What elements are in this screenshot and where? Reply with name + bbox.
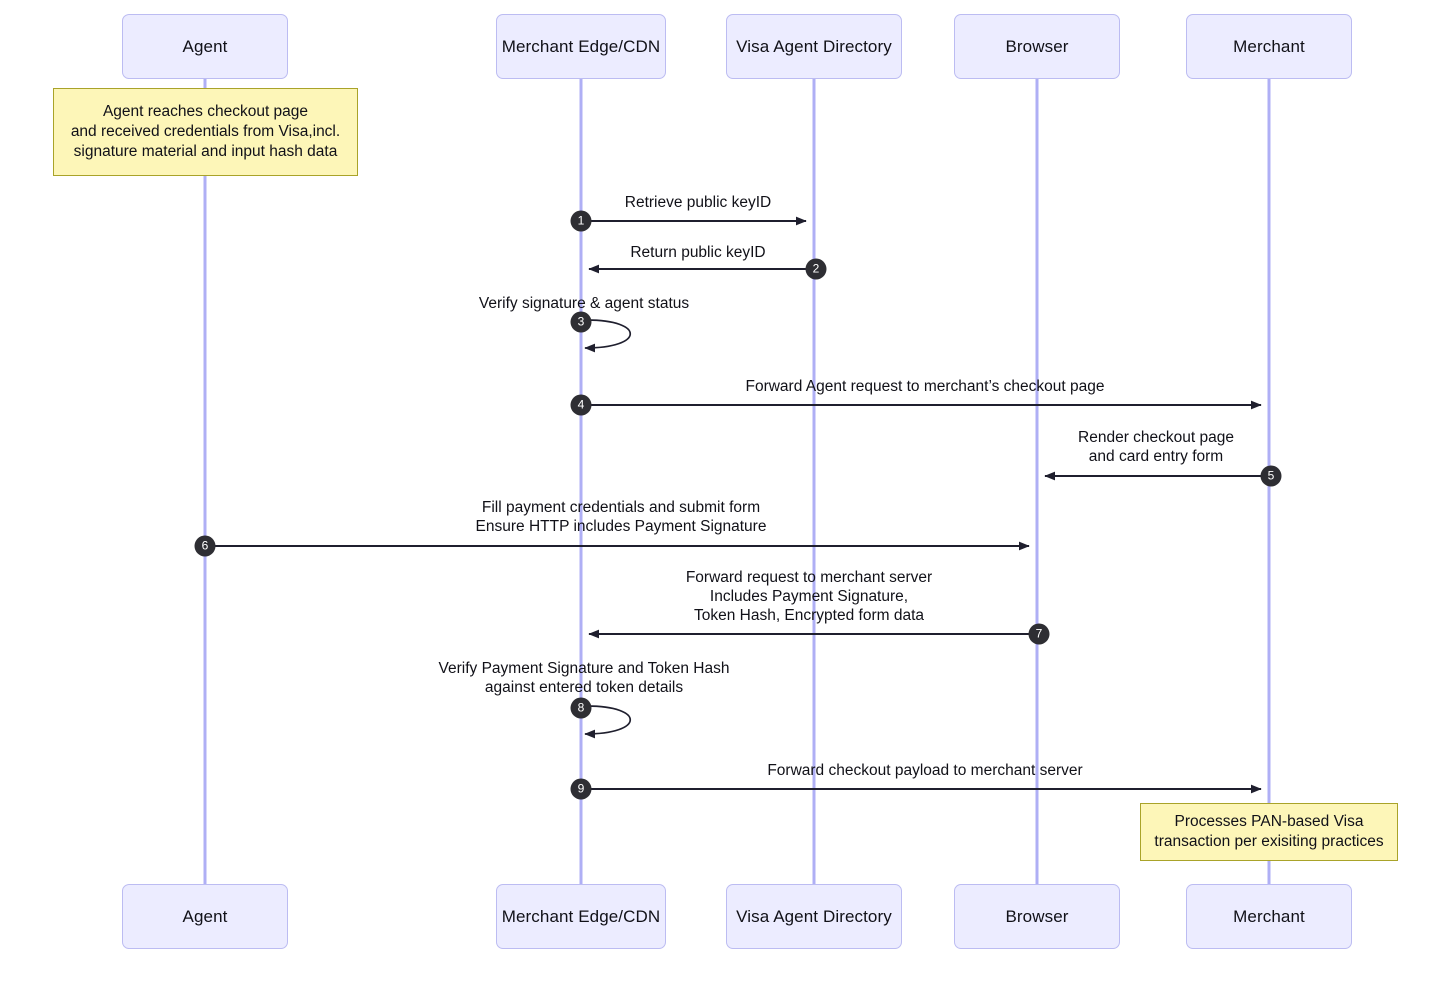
participant-merchant-bottom[interactable]: Merchant xyxy=(1186,884,1352,949)
sequence-badge-7[interactable]: 7 xyxy=(1028,623,1050,645)
note-merchant-pan: Processes PAN-based Visa transaction per … xyxy=(1140,803,1398,861)
message-label-line: Forward Agent request to merchant’s chec… xyxy=(745,378,1105,395)
message-label-line: Includes Payment Signature, xyxy=(709,588,909,605)
sequence-badge-2[interactable]: 2 xyxy=(805,258,827,280)
message-label-line: Token Hash, Encrypted form data xyxy=(693,607,925,624)
sequence-badge-6[interactable]: 6 xyxy=(194,535,216,557)
message-label-line: Forward request to merchant server xyxy=(685,569,933,586)
note-text-line: and received credentials from Visa,incl. xyxy=(70,123,341,140)
sequence-badge-1[interactable]: 1 xyxy=(570,210,592,232)
note-text-line: transaction per exisiting practices xyxy=(1154,833,1384,850)
message-label-line: Fill payment credentials and submit form xyxy=(481,499,761,516)
sequence-badge-4[interactable]: 4 xyxy=(570,394,592,416)
message-label-1: Retrieve public keyID xyxy=(625,193,771,212)
sequence-badge-5[interactable]: 5 xyxy=(1260,465,1282,487)
participant-edge-top[interactable]: Merchant Edge/CDN xyxy=(496,14,666,79)
message-label-line: Return public keyID xyxy=(630,244,766,261)
note-text-line: Agent reaches checkout page xyxy=(102,103,309,120)
self-message-8 xyxy=(584,705,631,739)
message-label-line: and card entry form xyxy=(1088,448,1224,465)
sequence-badge-3[interactable]: 3 xyxy=(570,311,592,333)
sequence-badge-8[interactable]: 8 xyxy=(570,697,592,719)
participant-merchant-top[interactable]: Merchant xyxy=(1186,14,1352,79)
message-label-line: Forward checkout payload to merchant ser… xyxy=(767,762,1083,779)
message-label-line: against entered token details xyxy=(484,679,684,696)
message-label-9: Forward checkout payload to merchant ser… xyxy=(767,761,1082,780)
participant-browser-bottom[interactable]: Browser xyxy=(954,884,1120,949)
participant-browser-top[interactable]: Browser xyxy=(954,14,1120,79)
sequence-badge-9[interactable]: 9 xyxy=(570,778,592,800)
note-text-line: Processes PAN-based Visa xyxy=(1174,813,1364,830)
message-label-2: Return public keyID xyxy=(630,243,765,262)
note-text-line: signature material and input hash data xyxy=(73,143,338,160)
message-label-3: Verify signature & agent status xyxy=(479,294,689,313)
message-label-8: Verify Payment Signature and Token Hash a… xyxy=(439,659,730,697)
self-message-3 xyxy=(584,319,631,353)
message-label-line: Render checkout page xyxy=(1078,429,1234,446)
message-label-4: Forward Agent request to merchant’s chec… xyxy=(745,377,1104,396)
participant-edge-bottom[interactable]: Merchant Edge/CDN xyxy=(496,884,666,949)
message-label-6: Fill payment credentials and submit form… xyxy=(476,498,767,536)
participant-agent-bottom[interactable]: Agent xyxy=(122,884,288,949)
participant-directory-bottom[interactable]: Visa Agent Directory xyxy=(726,884,902,949)
message-label-line: Verify signature & agent status xyxy=(478,295,690,312)
message-label-line: Ensure HTTP includes Payment Signature xyxy=(475,518,767,535)
message-label-line: Verify Payment Signature and Token Hash xyxy=(438,660,730,677)
participant-directory-top[interactable]: Visa Agent Directory xyxy=(726,14,902,79)
note-agent-credentials: Agent reaches checkout page and received … xyxy=(53,88,358,176)
message-label-line: Retrieve public keyID xyxy=(624,194,772,211)
participant-agent-top[interactable]: Agent xyxy=(122,14,288,79)
message-label-5: Render checkout page and card entry form xyxy=(1078,428,1234,466)
